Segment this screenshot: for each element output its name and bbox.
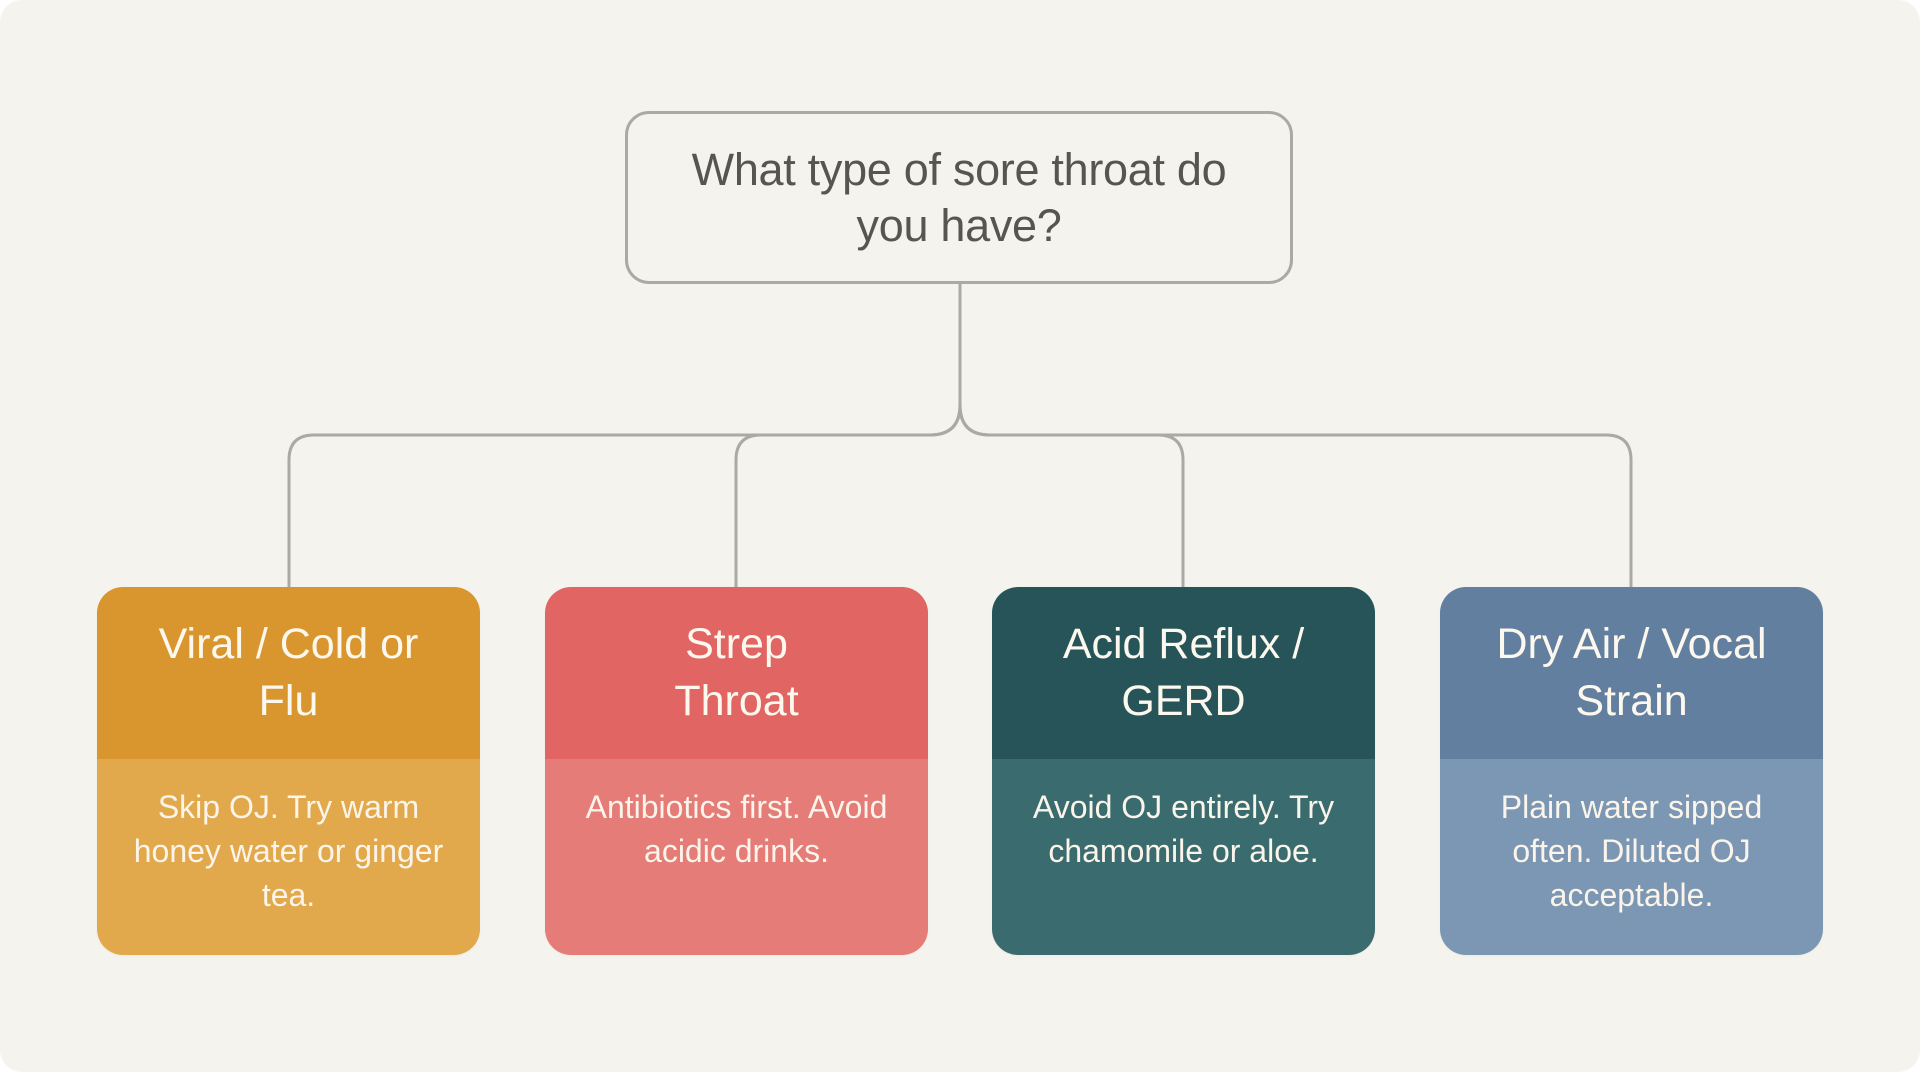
option-card-body: Plain water sipped often. Diluted OJ acc… <box>1440 759 1823 955</box>
option-card-header: Strep Throat <box>545 587 928 759</box>
option-card-acid-reflux: Acid Reflux / GERD Avoid OJ entirely. Tr… <box>992 587 1375 955</box>
question-node: What type of sore throat do you have? <box>625 111 1293 284</box>
option-title: Acid Reflux / GERD <box>1062 620 1305 725</box>
option-card-body: Skip OJ. Try warm honey water or ginger … <box>97 759 480 955</box>
option-card-header: Viral / Cold or Flu <box>97 587 480 759</box>
connector-strep <box>734 403 962 589</box>
option-card-strep: Strep Throat Antibiotics first. Avoid ac… <box>545 587 928 955</box>
option-card-body: Antibiotics first. Avoid acidic drinks. <box>545 759 928 955</box>
option-title: Strep Throat <box>674 620 799 725</box>
option-title: Viral / Cold or Flu <box>158 620 419 725</box>
option-advice: Avoid OJ entirely. Try chamomile or aloe… <box>1032 789 1335 869</box>
option-card-viral: Viral / Cold or Flu Skip OJ. Try warm ho… <box>97 587 480 955</box>
option-advice: Antibiotics first. Avoid acidic drinks. <box>585 789 888 869</box>
option-card-header: Acid Reflux / GERD <box>992 587 1375 759</box>
connector-reflux <box>958 403 1185 589</box>
connector-dry-air <box>958 403 1633 589</box>
option-title: Dry Air / Vocal Strain <box>1496 620 1767 725</box>
option-card-dry-air: Dry Air / Vocal Strain Plain water sippe… <box>1440 587 1823 955</box>
option-card-body: Avoid OJ entirely. Try chamomile or aloe… <box>992 759 1375 955</box>
option-advice: Plain water sipped often. Diluted OJ acc… <box>1500 789 1763 913</box>
option-card-header: Dry Air / Vocal Strain <box>1440 587 1823 759</box>
question-text: What type of sore throat do you have? <box>691 143 1227 251</box>
option-advice: Skip OJ. Try warm honey water or ginger … <box>133 789 444 913</box>
